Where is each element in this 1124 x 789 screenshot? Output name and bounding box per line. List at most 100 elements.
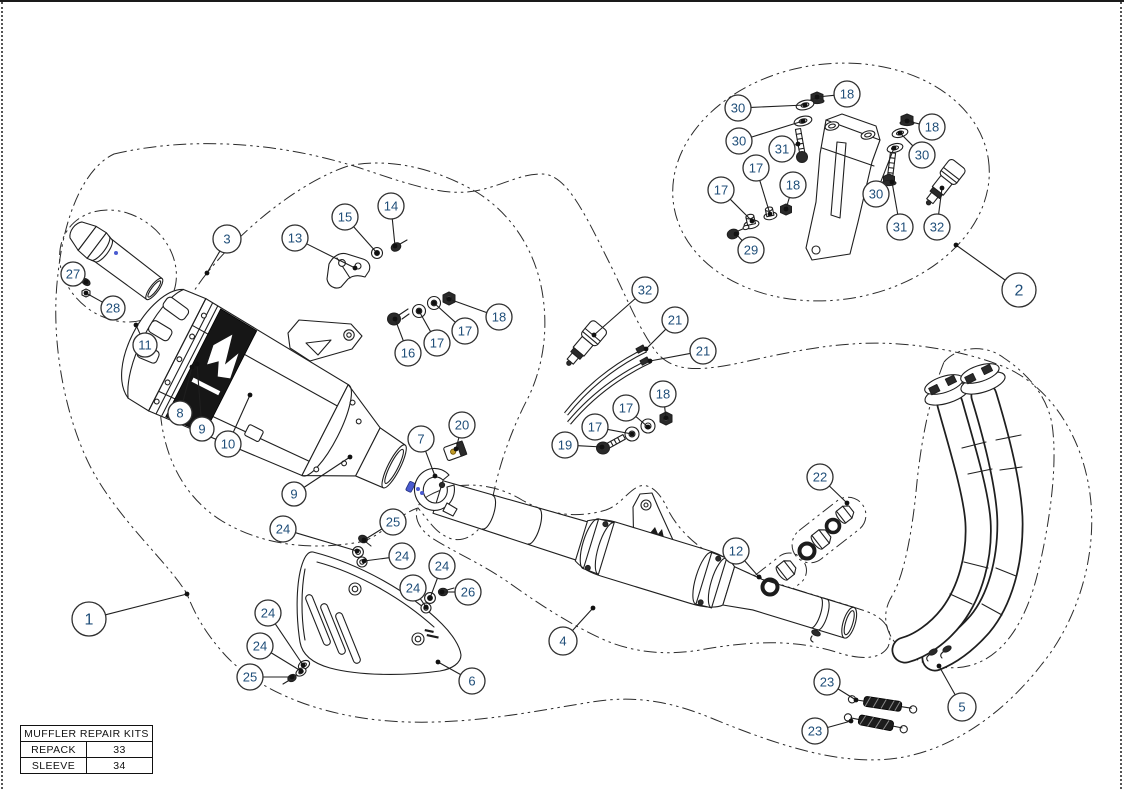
leader-line bbox=[899, 132, 914, 147]
repair-kit-number: 34 bbox=[86, 757, 153, 774]
leader-line bbox=[729, 198, 753, 222]
leader-dot bbox=[783, 206, 789, 212]
exhaust-tip bbox=[69, 221, 164, 301]
callout-number: 6 bbox=[468, 674, 475, 689]
callout-number: 29 bbox=[744, 243, 758, 258]
leader-dot bbox=[347, 454, 353, 460]
callout-circle bbox=[485, 303, 513, 331]
callout-number: 14 bbox=[384, 199, 398, 214]
callout-17: 17 bbox=[707, 176, 755, 224]
callout-circle bbox=[923, 213, 951, 241]
leader-dot bbox=[891, 145, 897, 151]
callout-27: 27 bbox=[60, 261, 89, 287]
leader-line bbox=[828, 485, 848, 504]
washer-24 bbox=[352, 546, 364, 558]
leader-line bbox=[955, 244, 1006, 281]
leader-dot bbox=[795, 141, 801, 147]
callout-31: 31 bbox=[886, 179, 914, 241]
leader-dot bbox=[439, 589, 445, 595]
leader-dot bbox=[814, 94, 820, 100]
leader-line bbox=[750, 104, 806, 108]
shield-bosses bbox=[348, 582, 425, 646]
callout-circle bbox=[428, 552, 456, 580]
leader-line bbox=[593, 298, 636, 336]
callout-circle bbox=[454, 578, 482, 606]
callout-number: 18 bbox=[786, 178, 800, 193]
callout-number: 11 bbox=[138, 338, 152, 353]
callout-number: 18 bbox=[492, 310, 506, 325]
callout-20: 20 bbox=[448, 411, 476, 452]
leader-line bbox=[232, 394, 251, 433]
spring-hook bbox=[811, 629, 821, 637]
header-flange-clamp bbox=[960, 363, 1006, 395]
callout-number: 5 bbox=[958, 700, 965, 715]
heat-shield bbox=[296, 551, 462, 675]
callout-18: 18 bbox=[649, 380, 677, 421]
callout-number: 22 bbox=[813, 470, 827, 485]
leader-line bbox=[353, 226, 378, 254]
callout-number: 24 bbox=[253, 639, 267, 654]
leader-dot bbox=[733, 231, 739, 237]
callout-circle bbox=[458, 667, 486, 695]
leader-dot bbox=[289, 674, 295, 680]
callout-number: 17 bbox=[430, 336, 444, 351]
callout-number: 17 bbox=[619, 401, 633, 416]
callout-8: 8 bbox=[167, 364, 195, 426]
pipe-clamp-band bbox=[579, 518, 615, 575]
washer-17 bbox=[624, 418, 656, 442]
leader-dot bbox=[800, 118, 806, 124]
leader-line bbox=[206, 250, 221, 274]
leader-line bbox=[425, 450, 436, 477]
leader-line bbox=[363, 557, 390, 562]
callout-circle bbox=[189, 416, 215, 442]
leader-dot bbox=[432, 473, 438, 479]
callout-number: 17 bbox=[588, 420, 602, 435]
leader-dot bbox=[591, 332, 597, 338]
callout-number: 30 bbox=[869, 187, 883, 202]
callout-number: 7 bbox=[417, 432, 424, 447]
callout-17: 17 bbox=[612, 394, 651, 430]
callout-circle bbox=[725, 127, 753, 155]
callout-number: 30 bbox=[732, 134, 746, 149]
callout-number: 17 bbox=[714, 183, 728, 198]
callout-6: 6 bbox=[435, 659, 486, 695]
callout-circle bbox=[661, 306, 689, 334]
leader-dot bbox=[936, 663, 942, 669]
callout-number: 18 bbox=[656, 387, 670, 402]
plug-kit-contents bbox=[760, 505, 855, 597]
callout-number: 21 bbox=[696, 344, 710, 359]
callout-number: 13 bbox=[288, 231, 302, 246]
repair-kit-label: SLEEVE bbox=[20, 757, 87, 774]
callout-circle bbox=[801, 717, 829, 745]
callout-circle bbox=[833, 80, 861, 108]
callout-circle bbox=[451, 317, 479, 345]
bolt-14 bbox=[390, 239, 408, 252]
leader-line bbox=[572, 607, 594, 632]
leader-dot bbox=[897, 130, 903, 136]
shield-ribs bbox=[305, 594, 361, 664]
leader-line bbox=[649, 352, 691, 362]
callout-30: 30 bbox=[724, 94, 808, 122]
leader-line bbox=[891, 181, 899, 215]
leader-line bbox=[837, 688, 857, 701]
callout-circle bbox=[407, 425, 435, 453]
leader-line bbox=[938, 665, 956, 696]
callout-circle bbox=[581, 413, 609, 441]
callout-circle bbox=[768, 135, 796, 163]
callout-circle bbox=[813, 668, 841, 696]
callout-number: 26 bbox=[461, 585, 475, 600]
leader-line bbox=[759, 180, 771, 215]
leader-dot bbox=[590, 605, 596, 611]
leader-dot bbox=[939, 185, 945, 191]
callout-18: 18 bbox=[779, 171, 807, 212]
callout-circle bbox=[388, 542, 416, 570]
leader-line bbox=[85, 292, 103, 303]
callout-circle bbox=[551, 431, 579, 459]
kit-group-outline-1 bbox=[55, 143, 1093, 761]
leader-line bbox=[182, 366, 193, 402]
sleeve-clip bbox=[635, 344, 646, 354]
callout-number: 30 bbox=[915, 148, 929, 163]
callout-circle bbox=[649, 380, 677, 408]
callout-circle bbox=[612, 394, 640, 422]
leader-line bbox=[437, 661, 461, 676]
